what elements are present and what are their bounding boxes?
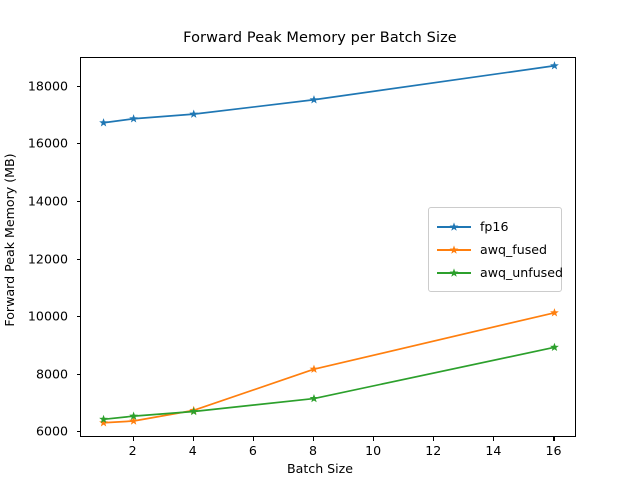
chart-title: Forward Peak Memory per Batch Size	[183, 30, 457, 46]
y-axis-tick-labels: 6000 8000 10000 12000 14000 16000 18000	[0, 0, 80, 480]
data-point-marker	[309, 95, 319, 104]
legend-item-awq_fused[interactable]: awq_fused	[437, 238, 553, 261]
x-tick-label: 4	[188, 443, 197, 458]
x-tick-mark	[553, 437, 555, 441]
x-tick-label: 14	[485, 443, 502, 458]
data-point-marker	[129, 114, 138, 123]
x-tick-mark	[433, 437, 435, 441]
data-point-marker	[550, 61, 559, 70]
series-line	[102, 311, 556, 424]
y-tick-mark	[76, 316, 80, 318]
y-tick-label: 10000	[27, 308, 68, 324]
legend-swatch	[437, 221, 471, 233]
x-tick-label: 10	[365, 443, 382, 458]
x-tick-label: 8	[308, 443, 317, 458]
data-point-marker	[99, 118, 108, 127]
y-tick-mark	[76, 431, 80, 433]
x-tick-label: 6	[248, 443, 257, 458]
y-tick-label: 8000	[35, 366, 68, 382]
data-point-marker	[129, 416, 138, 425]
plot-area	[80, 57, 576, 437]
legend-swatch	[437, 267, 471, 279]
legend-swatch	[437, 244, 471, 256]
x-axis-label: Batch Size	[286, 461, 354, 476]
legend-star-icon	[449, 267, 459, 277]
y-tick-label: 16000	[27, 135, 68, 151]
x-tick-label: 12	[425, 443, 442, 458]
x-tick-label: 16	[545, 443, 562, 458]
data-point-marker	[99, 414, 108, 424]
legend-item-awq_unfused[interactable]: awq_unfused	[437, 261, 563, 284]
y-tick-label: 6000	[35, 423, 68, 439]
x-tick-mark	[493, 437, 495, 441]
y-tick-mark	[76, 85, 80, 87]
chart-legend: fp16 awq_fused awq_unfused	[428, 207, 563, 292]
plot-svg	[99, 61, 559, 427]
y-tick-label: 18000	[27, 78, 68, 94]
legend-star-icon	[449, 244, 459, 254]
x-tick-mark	[192, 437, 194, 441]
series-awq_fused	[99, 308, 559, 427]
series-fp16	[99, 61, 559, 127]
data-point-marker	[550, 342, 559, 352]
y-tick-mark	[76, 143, 80, 145]
data-point-marker	[129, 411, 138, 420]
data-point-marker	[99, 418, 108, 427]
legend-star-icon	[449, 221, 459, 231]
data-point-marker	[189, 109, 199, 118]
y-tick-mark	[76, 258, 80, 260]
series-line	[102, 64, 556, 124]
legend-item-fp16[interactable]: fp16	[437, 215, 553, 238]
data-point-marker	[550, 308, 559, 317]
x-tick-mark	[132, 437, 134, 441]
y-tick-mark	[76, 200, 80, 203]
data-point-marker	[189, 406, 199, 416]
x-tick-mark	[252, 437, 254, 441]
y-tick-label: 14000	[27, 193, 68, 209]
x-tick-mark	[373, 437, 375, 441]
legend-label: awq_unfused	[480, 265, 563, 280]
x-tick-label: 2	[128, 443, 137, 458]
series-line	[102, 346, 556, 421]
data-point-marker	[309, 393, 319, 403]
y-tick-mark	[76, 373, 80, 375]
y-tick-label: 12000	[27, 251, 68, 266]
legend-label: awq_fused	[480, 242, 548, 257]
data-point-marker	[309, 364, 319, 373]
legend-label: fp16	[480, 219, 509, 234]
x-tick-mark	[312, 437, 315, 441]
series-awq_unfused	[99, 342, 559, 424]
